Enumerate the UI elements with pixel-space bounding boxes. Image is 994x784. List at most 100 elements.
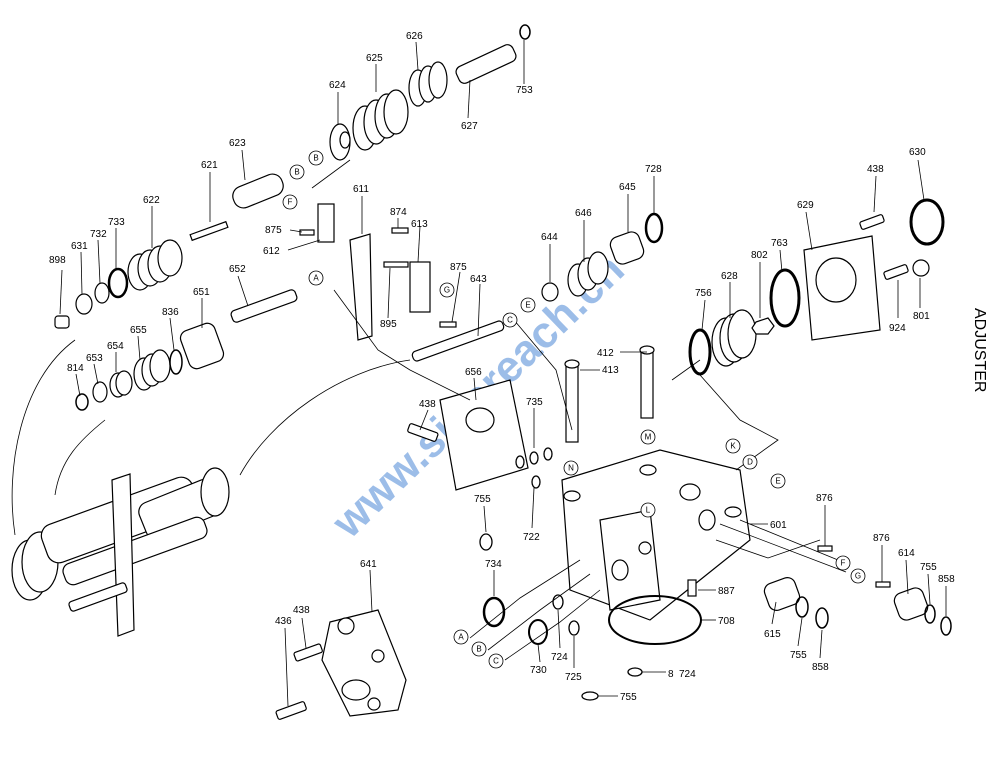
part-label: 728	[645, 164, 662, 175]
leader-lines	[59, 40, 947, 707]
part-label: 708	[718, 616, 735, 627]
part-label: 858	[812, 662, 829, 673]
part-label: 724	[551, 652, 568, 663]
ref-letter: M	[645, 433, 652, 442]
part-label: 646	[575, 208, 592, 219]
ref-letter-markers: B B F A G E C N M L K D E F G A B C	[282, 150, 866, 669]
part-label: 627	[461, 121, 478, 132]
part-label: 614	[898, 548, 915, 559]
main-body	[561, 449, 751, 645]
part-label: 732	[90, 229, 107, 240]
part-label: 725	[565, 672, 582, 683]
ref-letter: A	[458, 633, 464, 642]
part-label: 611	[353, 184, 369, 195]
part-label: 631	[71, 241, 88, 252]
part-label: 655	[130, 325, 147, 336]
part-label: 722	[523, 532, 540, 543]
part-label: 438	[867, 164, 884, 175]
ref-letter: A	[313, 274, 319, 283]
part-label: 734	[485, 559, 502, 570]
ref-letter: B	[476, 645, 481, 654]
part-label: 626	[406, 31, 423, 42]
top-spring-assembly	[54, 24, 531, 329]
part-label: 801	[913, 311, 930, 322]
part-label: 641	[360, 559, 377, 570]
right-side-parts	[687, 198, 952, 636]
part-label: 656	[465, 367, 482, 378]
part-label: 755	[790, 650, 807, 661]
part-label: 612	[263, 246, 280, 257]
ref-letter: F	[841, 559, 846, 568]
part-label: 630	[909, 147, 926, 158]
part-label: 733	[108, 217, 125, 228]
lever-assembly	[230, 203, 505, 362]
part-label: 651	[193, 287, 210, 298]
upper-right-assembly	[407, 212, 664, 491]
part-label: 730	[530, 665, 547, 676]
part-label: 755	[920, 562, 937, 573]
lower-left-parts	[275, 447, 643, 720]
part-label: 755	[620, 692, 637, 703]
part-label: 876	[873, 533, 890, 544]
part-label: 763	[771, 238, 788, 249]
part-label: 802	[751, 250, 768, 261]
part-label: 753	[516, 85, 533, 96]
part-label: 836	[162, 307, 179, 318]
lower-spool-assembly	[75, 322, 225, 411]
ref-letter: G	[444, 286, 450, 295]
ref-letter: N	[568, 464, 574, 473]
ref-letter: G	[855, 572, 861, 581]
part-label: 876	[816, 493, 833, 504]
part-label: 724	[679, 669, 696, 680]
part-label: 895	[380, 319, 397, 330]
part-label: 898	[49, 255, 66, 266]
part-number-labels: 898 631 732 733 622 621 623 624 625 626 …	[49, 31, 955, 703]
part-label: 625	[366, 53, 383, 64]
part-label: 601	[770, 520, 787, 531]
part-label: 436	[275, 616, 292, 627]
ref-letter: C	[493, 657, 499, 666]
part-label: 643	[470, 274, 487, 285]
part-label: 629	[797, 200, 814, 211]
ref-letter: B	[313, 154, 318, 163]
part-label: 412	[597, 348, 614, 359]
ref-letter: L	[646, 506, 651, 515]
part-label: 438	[293, 605, 310, 616]
part-label: 8	[668, 669, 674, 680]
part-label: 613	[411, 219, 428, 230]
ref-letter: K	[730, 442, 736, 451]
part-label: 874	[390, 207, 407, 218]
part-label: 755	[474, 494, 491, 505]
part-label: 858	[938, 574, 955, 585]
part-label: 756	[695, 288, 712, 299]
ref-letter: B	[294, 168, 299, 177]
part-label: 621	[201, 160, 218, 171]
part-label: 438	[419, 399, 436, 410]
part-label: 924	[889, 323, 906, 334]
part-label: 624	[329, 80, 346, 91]
part-label: 875	[265, 225, 282, 236]
ref-letter: E	[775, 477, 780, 486]
part-label: 653	[86, 353, 103, 364]
assembled-spool-cluster	[11, 467, 230, 637]
part-label: 623	[229, 138, 246, 149]
ref-letter: F	[288, 198, 293, 207]
ref-letter: D	[747, 458, 753, 467]
ref-letter: E	[525, 301, 530, 310]
part-label: 875	[450, 262, 467, 273]
part-label: 622	[143, 195, 160, 206]
part-label: 413	[602, 365, 619, 376]
side-title: ADJUSTER	[971, 308, 988, 392]
part-label: 887	[718, 586, 735, 597]
part-label: 652	[229, 264, 246, 275]
part-label: 735	[526, 397, 543, 408]
ref-letter: C	[507, 316, 513, 325]
part-label: 644	[541, 232, 558, 243]
part-label: 645	[619, 182, 636, 193]
part-label: 814	[67, 363, 84, 374]
part-label: 628	[721, 271, 738, 282]
part-label: 615	[764, 629, 781, 640]
part-label: 654	[107, 341, 124, 352]
